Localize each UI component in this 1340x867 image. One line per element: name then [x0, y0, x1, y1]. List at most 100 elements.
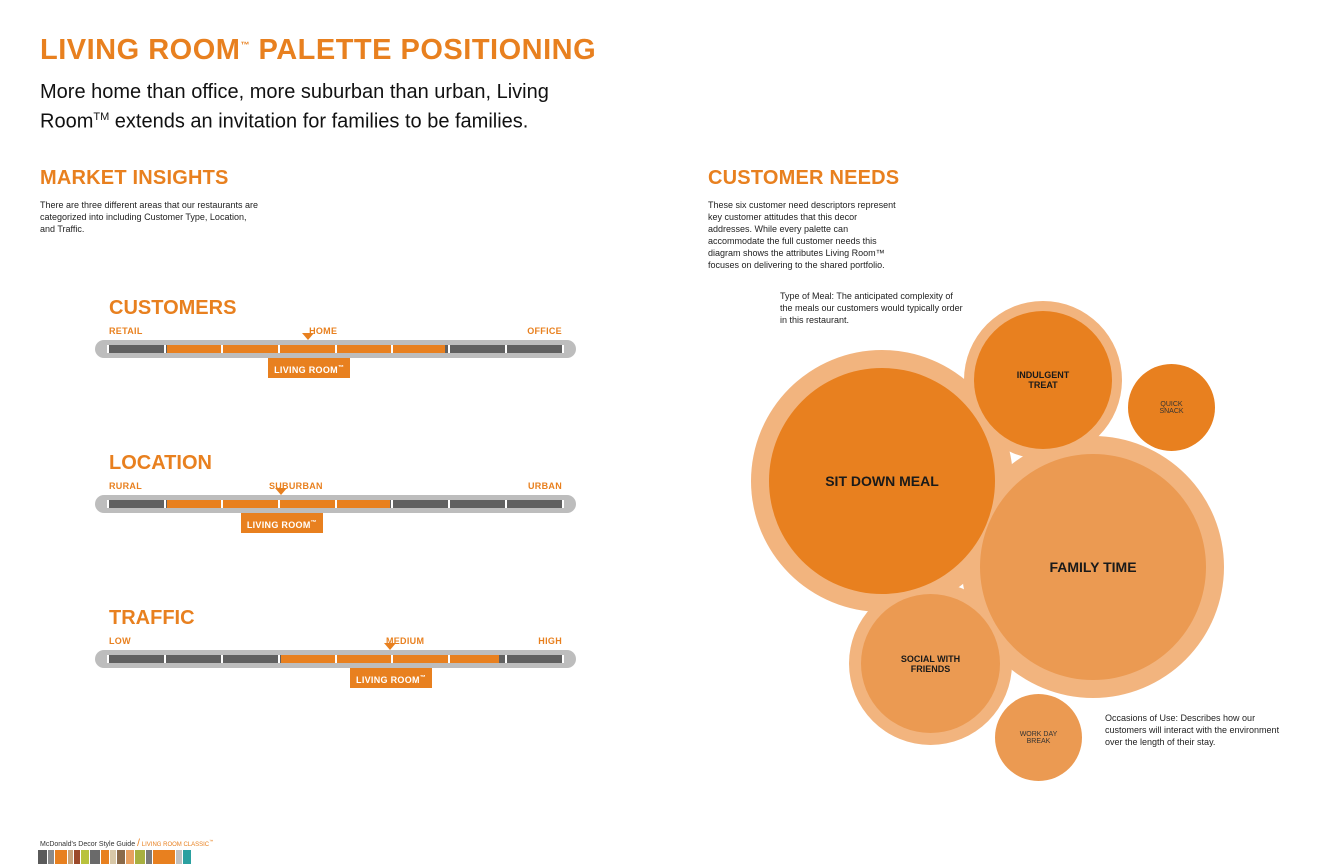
scale-right-label: HIGH — [538, 636, 562, 646]
page-subtitle: More home than office, more suburban tha… — [40, 80, 600, 135]
footer-section: LIVING ROOM CLASSIC — [141, 842, 210, 848]
occasions-of-use-note: Occasions of Use: Describes how our cust… — [1105, 713, 1280, 747]
scale-mid-label: HOME — [309, 326, 338, 336]
living-room-tag-mark: ™ — [419, 675, 427, 681]
scale-tick — [107, 655, 109, 663]
scale-title: TRAFFIC — [109, 607, 195, 629]
scale-title: LOCATION — [109, 452, 212, 474]
footer-caption: McDonald's Decor Style Guide / LIVING RO… — [40, 838, 213, 849]
living-room-tag-text: LIVING ROOM — [246, 520, 311, 530]
living-room-tag: LIVING ROOM™ — [240, 513, 323, 533]
color-swatch — [176, 850, 182, 864]
color-swatch — [38, 850, 47, 864]
footer-guide: McDonald's Decor Style Guide — [40, 841, 136, 848]
color-swatch — [117, 850, 125, 864]
living-room-tag: LIVING ROOM™ — [350, 668, 433, 688]
scale-tick — [448, 500, 451, 508]
scale-tick — [220, 345, 223, 353]
scale-tick — [163, 345, 166, 353]
scale-range-fill — [280, 655, 500, 663]
scale-marker-icon — [302, 333, 315, 340]
color-swatch — [135, 850, 145, 864]
scale-tick — [391, 345, 394, 353]
subtitle-trademark: TM — [93, 111, 110, 123]
subtitle-part-a: More home than office, more suburban tha… — [40, 81, 549, 133]
sit-down-meal-bubble: SIT DOWN MEAL — [769, 368, 995, 594]
market-insights-body: There are three different areas that our… — [40, 200, 258, 234]
scale-tick — [277, 500, 280, 508]
color-swatch — [153, 850, 175, 864]
customer-needs-heading: CUSTOMER NEEDS — [708, 167, 900, 189]
social-label-2: FRIENDS — [910, 663, 951, 674]
scale-right-label: OFFICE — [527, 326, 562, 336]
scale-tick — [448, 345, 451, 353]
scale-marker-icon — [274, 488, 287, 495]
scale-range-fill — [167, 345, 445, 353]
color-swatch — [68, 850, 73, 864]
scale-tick — [107, 500, 109, 508]
market-insights-heading: MARKET INSIGHTS — [40, 167, 229, 189]
work-day-label-2: BREAK — [1026, 737, 1051, 745]
title-trademark: ™ — [240, 40, 250, 50]
scale-tick — [107, 345, 109, 353]
scale-right-label: URBAN — [528, 481, 562, 491]
type-of-meal-note: Type of Meal: The anticipated complexity… — [780, 291, 963, 325]
quick-snack-label-1: QUICK — [1160, 400, 1183, 408]
scale-tick — [220, 500, 223, 508]
customer-needs-body: These six customer need descriptors repr… — [708, 200, 896, 270]
scale-tick — [334, 655, 337, 663]
scale-tick — [334, 500, 337, 508]
family-time-label: FAMILY TIME — [1049, 559, 1137, 575]
work-day-break-bubble: WORK DAY BREAK — [995, 694, 1082, 781]
social-with-friends-bubble: SOCIAL WITH FRIENDS — [861, 594, 1000, 733]
scale-track — [95, 340, 576, 358]
scale-title: CUSTOMERS — [109, 297, 237, 319]
scale-left-label: RETAIL — [109, 326, 143, 336]
living-room-tag-mark: ™ — [310, 520, 317, 526]
scale-tick — [562, 655, 564, 663]
scale-tick — [334, 345, 337, 353]
title-text: LIVING ROOM — [40, 34, 241, 66]
color-swatch — [126, 850, 134, 864]
scale-tick — [163, 500, 166, 508]
scale-left-label: RURAL — [109, 481, 142, 491]
color-swatch — [146, 850, 152, 864]
indulgent-treat-bubble: INDULGENT TREAT — [974, 311, 1112, 449]
scale-mid-label: MEDIUM — [385, 636, 425, 646]
page-title: LIVING ROOM™ PALETTE POSITIONING — [40, 34, 596, 67]
color-swatch — [110, 850, 116, 864]
scale-tick — [562, 345, 564, 353]
quick-snack-label-2: SNACK — [1159, 407, 1184, 415]
subtitle-part-b: extends an invitation for families to be… — [109, 110, 529, 133]
footer-divider: / — [137, 838, 140, 849]
living-room-tag-text: LIVING ROOM — [274, 365, 338, 375]
color-swatch — [101, 850, 109, 864]
work-day-label-1: WORK DAY — [1019, 730, 1058, 738]
color-swatch — [81, 850, 89, 864]
color-swatch — [74, 850, 80, 864]
footer-section-mark: ™ — [209, 838, 214, 844]
scale-tick — [505, 655, 508, 663]
indulgent-treat-label-2: TREAT — [1028, 380, 1058, 390]
scale-tick — [220, 655, 223, 663]
color-swatch — [183, 850, 191, 864]
scale-tick — [505, 500, 508, 508]
scale-tick — [391, 655, 394, 663]
scale-tick — [277, 345, 280, 353]
sit-down-meal-label: SIT DOWN MEAL — [825, 473, 939, 489]
social-label-1: SOCIAL WITH — [900, 653, 961, 664]
living-room-tag: LIVING ROOM™ — [268, 358, 351, 378]
family-time-bubble: FAMILY TIME — [980, 454, 1206, 680]
title-text-rest: PALETTE POSITIONING — [249, 34, 597, 66]
living-room-tag-text: LIVING ROOM — [356, 675, 420, 685]
scale-marker-icon — [384, 643, 397, 650]
color-swatch — [90, 850, 100, 864]
color-swatch — [55, 850, 67, 864]
living-room-tag-mark: ™ — [337, 365, 345, 371]
scale-track — [95, 650, 576, 668]
scale-tick — [562, 500, 564, 508]
color-swatch — [48, 850, 54, 864]
scale-tick — [163, 655, 166, 663]
quick-snack-bubble: QUICK SNACK — [1128, 364, 1215, 451]
scale-tick — [505, 345, 508, 353]
